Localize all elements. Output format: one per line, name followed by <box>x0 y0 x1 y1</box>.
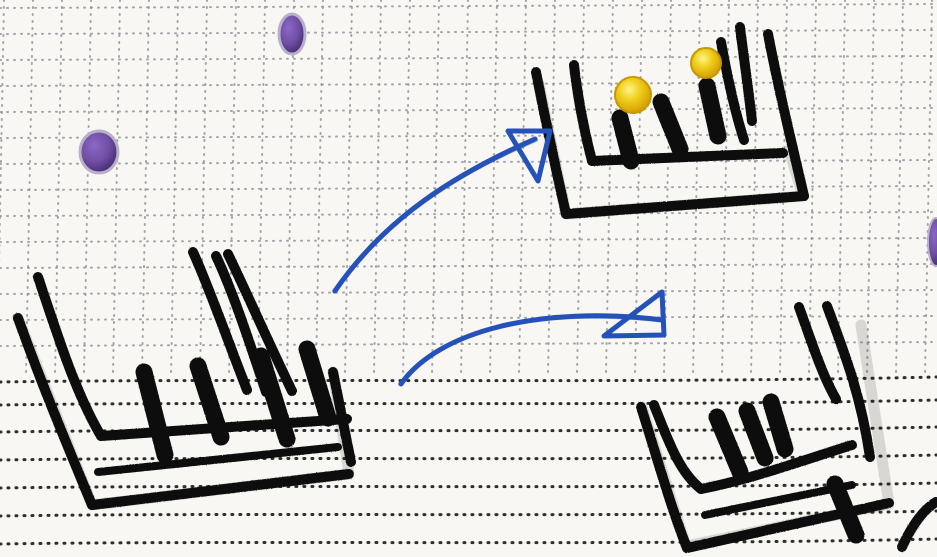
grid-vertical-line <box>26 0 33 375</box>
yellow-dot-left <box>615 77 651 113</box>
large-basket-drawing <box>18 252 351 505</box>
lower-basket-tine-3 <box>771 402 785 449</box>
purple-dot-top <box>279 14 305 54</box>
grid-horizontal-line <box>0 316 937 320</box>
purple-dot-left <box>80 131 118 173</box>
grid-horizontal-line <box>0 238 937 242</box>
lower-basket-tine-1 <box>717 417 740 472</box>
upper-basket-tine-2 <box>661 102 680 149</box>
grid-horizontal-line <box>0 82 937 86</box>
blue-arrows <box>334 131 664 384</box>
lower-basket-tine-2 <box>747 411 765 458</box>
upper-basket-tine-1 <box>620 118 631 161</box>
blue-arrowhead-upper <box>508 131 550 181</box>
large-basket-tine-4 <box>307 349 328 418</box>
blue-arrow-lower <box>401 316 663 384</box>
grid-horizontal-line <box>0 108 937 112</box>
purple-dot-edge <box>928 218 937 266</box>
ruled-line <box>0 483 937 488</box>
grid-horizontal-line <box>0 56 937 60</box>
upper-basket-tine-3 <box>707 86 718 136</box>
grid-horizontal-line <box>0 290 937 294</box>
grid-horizontal-line <box>0 30 937 34</box>
large-basket-tine-1 <box>144 372 165 455</box>
yellow-dot-right <box>691 48 721 78</box>
lower-basket-tine-4 <box>835 484 856 535</box>
grid-horizontal-line <box>0 134 937 138</box>
ruled-line <box>0 400 937 405</box>
grid-horizontal-line <box>0 212 937 216</box>
lower-basket-drawing <box>641 306 936 548</box>
grid-horizontal-line <box>0 264 937 268</box>
ruled-line <box>0 511 937 516</box>
purple-dots <box>80 14 937 266</box>
grid-vertical-line <box>0 0 4 375</box>
ruled-line <box>0 539 937 544</box>
grid-horizontal-line <box>0 342 937 346</box>
